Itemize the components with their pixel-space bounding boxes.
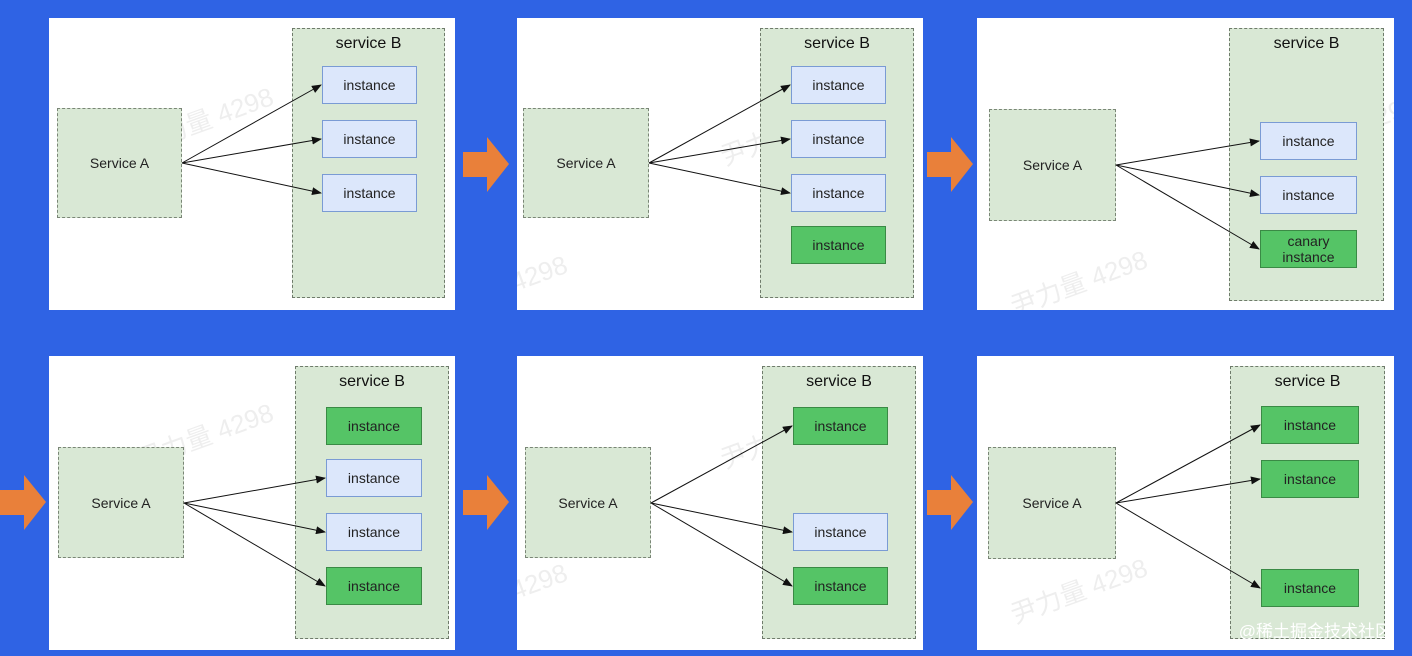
stage-3-panel: 尹力量 4298 尹力量 4298 Service A service B in… [977, 18, 1394, 310]
service-b-title: service B [339, 373, 405, 390]
instance-box: instance [322, 174, 417, 212]
new-instance-box: instance [326, 567, 422, 605]
service-b-title: service B [335, 35, 402, 52]
service-a-box: Service A [58, 447, 184, 558]
instance-box: instance [322, 66, 417, 104]
new-instance-box: instance [1261, 460, 1359, 498]
instance-box: instance [793, 513, 888, 551]
service-b-title: service B [806, 373, 872, 390]
new-instance-box: instance [1261, 569, 1359, 607]
watermark: 尹力量 4298 [1006, 244, 1152, 310]
service-b-title: service B [1273, 35, 1340, 52]
service-a-box: Service A [525, 447, 651, 558]
canary-label: canary [1287, 233, 1330, 249]
instance-box: instance [791, 66, 886, 104]
canary-instance-label: instance [1282, 249, 1335, 265]
new-instance-box: instance [793, 567, 888, 605]
flow-arrow-icon [927, 137, 973, 192]
service-a-box: Service A [57, 108, 182, 218]
flow-arrow-icon [927, 475, 973, 530]
service-b-title: service B [1274, 373, 1341, 390]
stage-6-panel: 尹力量 4298 Service A service B instance in… [977, 356, 1394, 650]
service-a-box: Service A [523, 108, 649, 218]
stage-1-panel: 尹力量 4298 Service A service B instance in… [49, 18, 455, 310]
canary-instance-box: canary instance [1260, 230, 1357, 268]
stage-4-panel: 尹力量 4298 Service A service B instance in… [49, 356, 455, 650]
source-credit: @稀土掘金技术社区 [1238, 622, 1392, 641]
instance-box: instance [326, 459, 422, 497]
stage-5-panel: 尹力量 4298 尹力量 4298 Service A service B in… [517, 356, 923, 650]
flow-arrow-icon [0, 475, 46, 530]
instance-box: instance [322, 120, 417, 158]
service-a-box: Service A [989, 109, 1116, 221]
new-instance-box: instance [791, 226, 886, 264]
instance-box: instance [791, 174, 886, 212]
watermark: 尹力量 4298 [517, 557, 572, 634]
service-a-box: Service A [988, 447, 1116, 559]
stage-2-panel: 尹力量 4298 尹力量 4298 Service A service B in… [517, 18, 923, 310]
new-instance-box: instance [326, 407, 422, 445]
instance-box: instance [326, 513, 422, 551]
watermark: 尹力量 4298 [1006, 552, 1152, 630]
service-b-title: service B [804, 35, 870, 52]
new-instance-box: instance [1261, 406, 1359, 444]
instance-box: instance [791, 120, 886, 158]
flow-arrow-icon [463, 475, 509, 530]
instance-box: instance [1260, 176, 1357, 214]
instance-box: instance [1260, 122, 1357, 160]
flow-arrow-icon [463, 137, 509, 192]
new-instance-box: instance [793, 407, 888, 445]
watermark: 尹力量 4298 [517, 249, 572, 310]
